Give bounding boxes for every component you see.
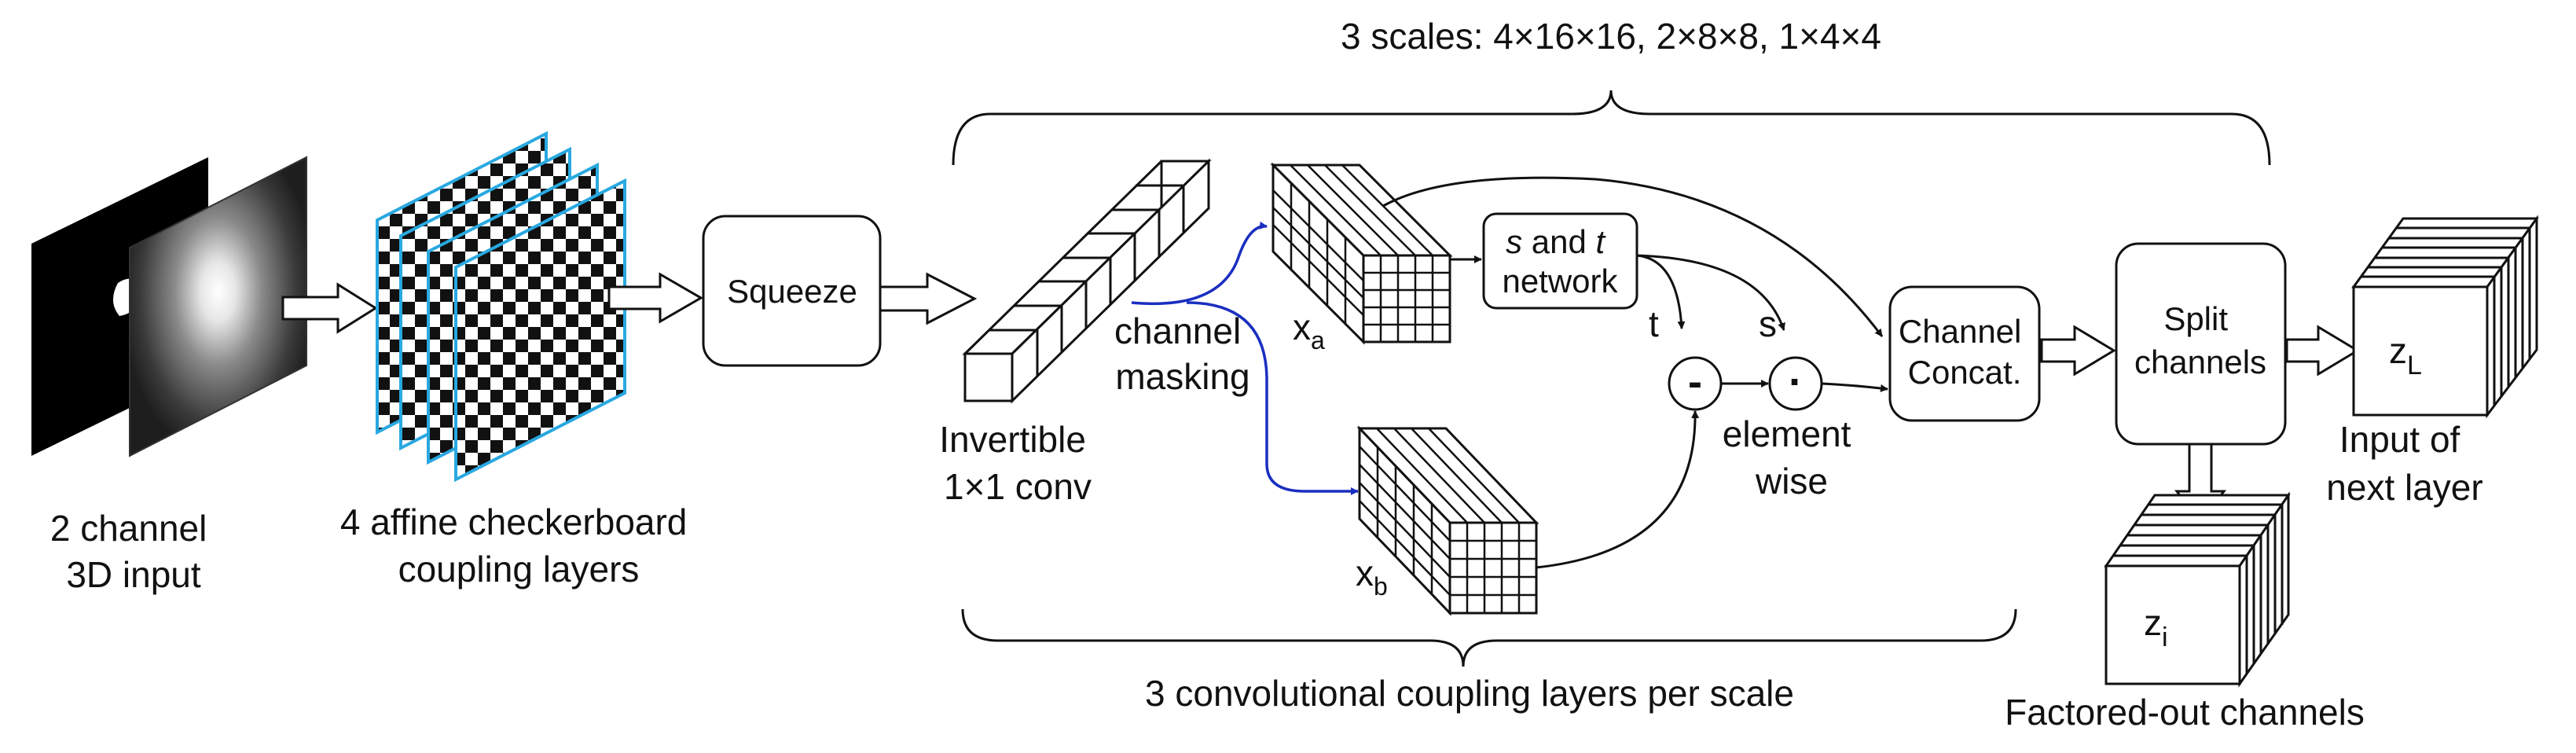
xb-tensor-cube	[1356, 425, 1539, 616]
masking-arrow-xb	[1186, 301, 1359, 495]
split-channels-label: Split channels	[2134, 300, 2266, 380]
coupling-label: 3 convolutional coupling layers per scal…	[1145, 673, 1794, 714]
channel-masking-label: channel masking	[1114, 310, 1251, 397]
arrow-squeeze-to-conv	[879, 272, 978, 325]
zl-label: zL	[2389, 330, 2422, 380]
factored-out-label: Factored-out channels	[2005, 692, 2365, 733]
input-volume-image	[31, 156, 307, 457]
coupling-brace	[961, 608, 2017, 667]
st-network-box	[1482, 212, 1638, 310]
scales-brace	[952, 90, 2271, 166]
element-wise-label: element wise	[1723, 413, 1861, 501]
channel-concat-box	[1888, 285, 2041, 422]
minus-symbol: -	[1688, 358, 1702, 406]
masking-arrow-xa	[1131, 221, 1268, 306]
input-label: 2 channel 3D input	[50, 508, 217, 595]
channel-concat-label: Channel Concat.	[1899, 313, 2031, 391]
st-network-label: s and t network	[1502, 223, 1618, 299]
invertible-conv-block	[962, 158, 1212, 404]
dot-symbol: ·	[1789, 358, 1803, 406]
xa-label: xa	[1293, 307, 1325, 354]
next-layer-label: Input of next layer	[2326, 419, 2482, 508]
squeeze-label: Squeeze	[727, 273, 857, 310]
arrow-network-to-minus	[1636, 254, 1686, 329]
arrow-network-to-dot	[1636, 254, 1785, 331]
xa-tensor-cube	[1270, 162, 1453, 345]
arrow-xb-to-minus	[1536, 410, 1700, 569]
xb-label: xb	[1356, 553, 1388, 601]
t-label: t	[1649, 303, 1659, 344]
checkerboard-coupling-layers	[376, 130, 626, 483]
checker-label: 4 affine checkerboard coupling layers	[340, 501, 697, 590]
arrow-split-to-zl	[2285, 325, 2360, 376]
invertible-conv-label: Invertible 1×1 conv	[939, 419, 1095, 507]
arrow-input-to-checker	[281, 282, 378, 334]
zi-label: zi	[2144, 602, 2168, 652]
arrow-concat-to-split	[2040, 325, 2116, 376]
zi-factored-stack	[2104, 491, 2291, 688]
scales-label: 3 scales: 4×16×16, 2×8×8, 1×4×4	[1341, 16, 1881, 57]
arrow-dot-to-concat	[1821, 382, 1888, 392]
zl-output-stack	[2351, 215, 2539, 419]
s-label: s	[1759, 303, 1777, 344]
arrow-xa-to-concat	[1382, 176, 1884, 337]
arrow-checker-to-squeeze	[607, 272, 704, 324]
